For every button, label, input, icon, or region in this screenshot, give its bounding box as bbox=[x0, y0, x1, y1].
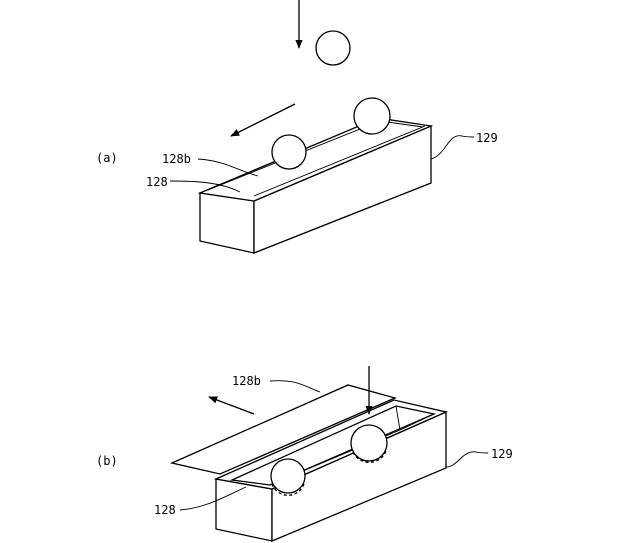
leader-128b-a bbox=[198, 159, 258, 176]
leader-129-b bbox=[446, 452, 488, 467]
label-128-a: 128 bbox=[146, 175, 168, 189]
label-129-b: 129 bbox=[491, 447, 513, 461]
panel-b: (b) 128b 128 129 bbox=[96, 366, 513, 541]
label-128b-a: 128b bbox=[162, 152, 191, 166]
ball-on-sheet-front bbox=[272, 135, 306, 169]
panel-a-label: (a) bbox=[96, 151, 118, 165]
ball-in-recess-front bbox=[271, 459, 305, 493]
leader-128b-b bbox=[270, 381, 320, 392]
leader-129-a bbox=[431, 136, 474, 159]
travel-arrow bbox=[231, 104, 295, 136]
ball-falling bbox=[316, 31, 350, 65]
box-front-face bbox=[200, 193, 254, 253]
label-129-a: 129 bbox=[476, 131, 498, 145]
panel-b-label: (b) bbox=[96, 454, 118, 468]
panel-a: (a) 128b 128 129 bbox=[96, 0, 498, 253]
label-128b-b: 128b bbox=[232, 374, 261, 388]
peel-arrow bbox=[209, 397, 254, 414]
ball-on-sheet-back bbox=[354, 98, 390, 134]
label-128-b: 128 bbox=[154, 503, 176, 517]
ball-in-recess-back bbox=[351, 425, 387, 461]
